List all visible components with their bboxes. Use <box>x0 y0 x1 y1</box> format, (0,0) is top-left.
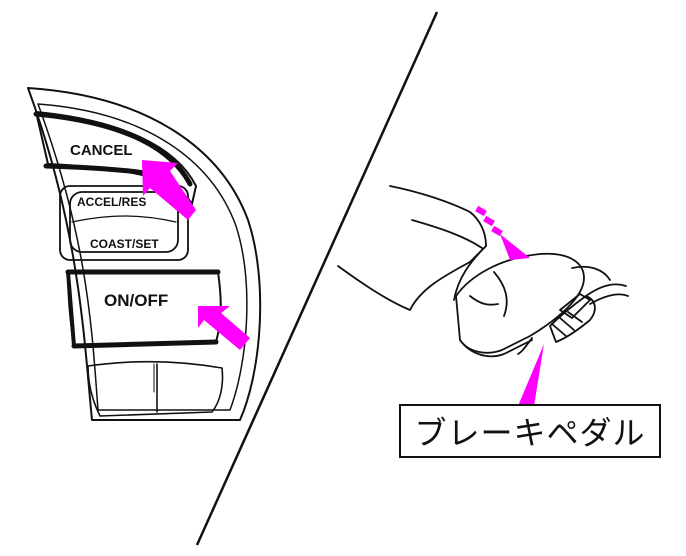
divider-line <box>195 11 439 546</box>
press-arrows <box>142 160 250 350</box>
callout-pointer <box>518 344 544 406</box>
panel-housing-outer <box>27 87 262 421</box>
accel-res-label: ACCEL/RES <box>77 195 146 209</box>
trouser-leg <box>337 185 487 311</box>
accel-coast-switch[interactable] <box>69 191 179 253</box>
shoe <box>455 252 585 354</box>
brake-pedal <box>559 293 591 319</box>
lower-paddle <box>87 360 224 417</box>
brake-pedal-callout: ブレーキペダル <box>399 404 661 458</box>
accel-coast-switch-frame <box>59 185 189 261</box>
cancel-press-arrow <box>142 160 196 220</box>
push-down-arrow <box>475 205 530 260</box>
brake-pedal-label: ブレーキペダル <box>414 414 646 452</box>
coast-set-label: COAST/SET <box>90 237 159 251</box>
on-off-press-arrow <box>198 306 250 350</box>
foot-and-pedal <box>337 185 629 358</box>
steering-switch-panel <box>27 87 262 421</box>
on-off-label: ON/OFF <box>104 291 168 310</box>
cancel-label: CANCEL <box>70 142 133 159</box>
